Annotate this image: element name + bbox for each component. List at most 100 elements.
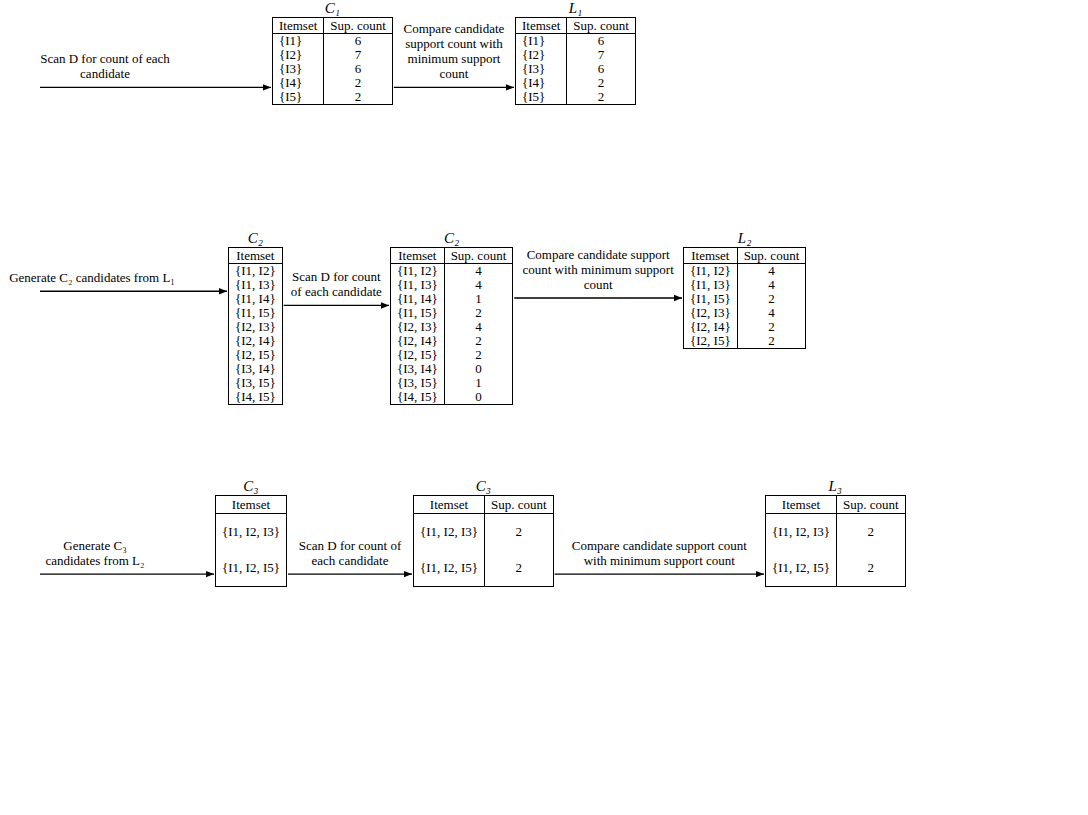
- table-cell: {I2, I5}: [229, 348, 282, 362]
- table-cell: 4: [444, 320, 513, 334]
- table-body: Itemset{I1, I2}{I1, I3}{I1, I4}{I1, I5}{…: [228, 247, 283, 405]
- input-arrow: [40, 573, 214, 574]
- table-cell: 6: [566, 62, 635, 76]
- table-cell: {I1}: [273, 34, 323, 48]
- table-cell: 2: [444, 334, 513, 348]
- edge-label-holder: Compare candidate support count with min…: [520, 247, 676, 292]
- edge-label-holder: Compare candidate support count with min…: [400, 21, 508, 81]
- itemset-table: C₃Itemset{I1, I2, I3}{I1, I2, I5}: [215, 477, 287, 587]
- table-cell: 2: [566, 76, 635, 90]
- table-cell: {I2}: [273, 48, 323, 62]
- table-cell: {I1, I5}: [391, 306, 444, 320]
- table-cell: 2: [737, 292, 806, 306]
- table-cell: {I1, I5}: [684, 292, 737, 306]
- table-title: C₁: [272, 0, 393, 17]
- table-cell: {I2, I4}: [684, 320, 737, 334]
- table-cell: 2: [323, 76, 392, 90]
- table-cell: 6: [566, 34, 635, 48]
- edge-label-holder: Compare candidate support count with min…: [561, 538, 758, 568]
- step-label: Compare candidate support count with min…: [520, 247, 676, 292]
- input-arrow: [40, 291, 227, 292]
- table-title: C₃: [413, 477, 554, 495]
- itemset-table: C₂ItemsetSup. count{I1, I2}4{I1, I3}4{I1…: [390, 229, 513, 405]
- table-cell: 2: [444, 348, 513, 362]
- table-cell: {I2, I4}: [229, 334, 282, 348]
- table-body: ItemsetSup. count{I1, I2, I3}2{I1, I2, I…: [765, 495, 906, 587]
- table-cell: {I2}: [516, 48, 566, 62]
- table-cell: 4: [737, 306, 806, 320]
- table-title: C₂: [228, 229, 283, 247]
- table-cell: {I2, I3}: [684, 306, 737, 320]
- table-body: ItemsetSup. count{I1}6{I2}7{I3}6{I4}2{I5…: [272, 17, 393, 105]
- column-header: Sup. count: [737, 248, 806, 264]
- table-cell: 4: [737, 264, 806, 278]
- table-cell: 6: [323, 34, 392, 48]
- table-cell: 2: [323, 90, 392, 104]
- step-label: Scan D for count of each candidate: [40, 51, 170, 81]
- table-cell: {I1, I3}: [684, 278, 737, 292]
- itemset-table: C₃ItemsetSup. count{I1, I2, I3}2{I1, I2,…: [413, 477, 554, 587]
- column-header: Sup. count: [444, 248, 513, 264]
- table-cell: {I2, I5}: [684, 334, 737, 348]
- edge-label-holder: Scan D for count of each candidate: [290, 269, 383, 299]
- table-cell: {I3, I5}: [391, 376, 444, 390]
- itemset-table: L₃ItemsetSup. count{I1, I2, I3}2{I1, I2,…: [765, 477, 906, 587]
- table-body: ItemsetSup. count{I1, I2}4{I1, I3}4{I1, …: [683, 247, 806, 349]
- step-label-holder: Generate C₂ candidates from L₁: [8, 270, 176, 285]
- step-label: Scan D for count of each candidate: [290, 269, 383, 299]
- column-header: Itemset: [229, 248, 282, 264]
- table-cell: 2: [737, 320, 806, 334]
- table-cell: 0: [444, 390, 513, 404]
- column-header: Sup. count: [484, 496, 553, 514]
- table-cell: {I4, I5}: [391, 390, 444, 404]
- table-cell: {I1, I3}: [229, 278, 282, 292]
- table-title: L₃: [765, 477, 906, 495]
- table-body: ItemsetSup. count{I1, I2}4{I1, I3}4{I1, …: [390, 247, 513, 405]
- edge-label-holder: Scan D for count of each candidate: [294, 538, 406, 568]
- column-header: Sup. count: [323, 18, 392, 34]
- table-cell: 7: [566, 48, 635, 62]
- step-label: Compare candidate support count with min…: [400, 21, 508, 81]
- table-title: C₂: [390, 229, 513, 247]
- table-cell: {I3, I4}: [229, 362, 282, 376]
- table-cell: 4: [737, 278, 806, 292]
- table-cell: 2: [566, 90, 635, 104]
- table-cell: 2: [836, 550, 905, 586]
- table-cell: {I5}: [516, 90, 566, 104]
- column-header: Sup. count: [566, 18, 635, 34]
- table-cell: {I1, I2}: [229, 264, 282, 278]
- table-cell: {I1, I2}: [391, 264, 444, 278]
- column-header: Itemset: [391, 248, 444, 264]
- table-cell: {I1, I4}: [391, 292, 444, 306]
- column-header: Sup. count: [836, 496, 905, 514]
- table-cell: 2: [484, 550, 553, 586]
- table-cell: 7: [323, 48, 392, 62]
- table-cell: {I1, I2}: [684, 264, 737, 278]
- itemset-table: C₂Itemset{I1, I2}{I1, I3}{I1, I4}{I1, I5…: [228, 229, 283, 405]
- table-cell: 2: [836, 514, 905, 550]
- table-cell: 2: [737, 334, 806, 348]
- table-cell: 2: [444, 306, 513, 320]
- table-body: ItemsetSup. count{I1}6{I2}7{I3}6{I4}2{I5…: [515, 17, 636, 105]
- step-label: Compare candidate support count with min…: [561, 538, 758, 568]
- table-cell: 6: [323, 62, 392, 76]
- table-title: L₁: [515, 0, 636, 17]
- table-cell: 1: [444, 376, 513, 390]
- column-header: Itemset: [766, 496, 836, 514]
- table-cell: {I4}: [273, 76, 323, 90]
- step-arrow: [288, 573, 412, 574]
- table-cell: {I1, I3}: [391, 278, 444, 292]
- step-arrow: [555, 573, 764, 574]
- table-title: L₂: [683, 229, 806, 247]
- step-label-holder: Scan D for count of each candidate: [40, 51, 170, 81]
- table-body: ItemsetSup. count{I1, I2, I3}2{I1, I2, I…: [413, 495, 554, 587]
- table-body: Itemset{I1, I2, I3}{I1, I2, I5}: [215, 495, 287, 587]
- step-arrow: [394, 87, 514, 88]
- table-cell: 0: [444, 362, 513, 376]
- table-cell: {I2, I4}: [391, 334, 444, 348]
- table-cell: {I1, I2, I3}: [216, 514, 286, 550]
- table-cell: {I2, I5}: [391, 348, 444, 362]
- table-cell: {I4}: [516, 76, 566, 90]
